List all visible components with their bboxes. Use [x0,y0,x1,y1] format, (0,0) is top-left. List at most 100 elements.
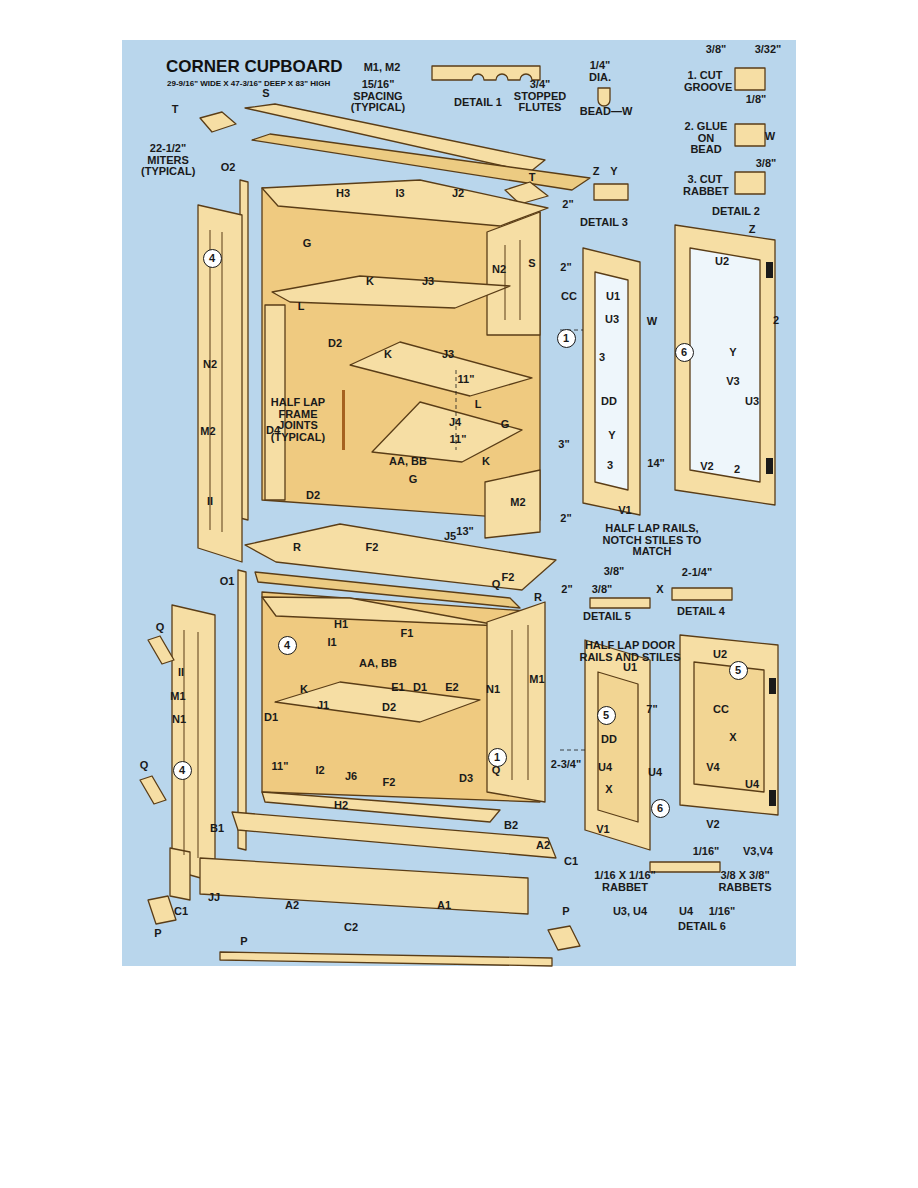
part-label: P [154,928,161,940]
part-label: S [528,258,535,270]
part-label: 2" [560,262,571,274]
part-label: II [178,667,184,679]
part-label: Z [593,166,600,178]
part-label: M1 [170,691,185,703]
part-label: D2 [328,338,342,350]
part-label: X [605,784,612,796]
door [680,635,778,815]
part-label: CC [561,291,577,303]
groove-sketch [735,68,765,90]
part-label: U1 [623,662,637,674]
part-label: E2 [445,682,458,694]
door [583,248,640,515]
part-label: 2-1/4" [682,567,712,579]
part-label: U2 [713,649,727,661]
board-seam [342,390,345,450]
flute [210,230,211,530]
part-label: F2 [502,572,515,584]
part-label: K [366,276,374,288]
part-label: A1 [437,900,451,912]
flute [505,245,506,320]
part-label: Q [492,579,501,591]
part-label: V1 [618,505,631,517]
side-panel [198,205,242,562]
part-label: P [240,936,247,948]
callout-number: 1 [557,329,576,348]
shelf [272,276,510,308]
callout-text: 4 [179,765,185,776]
flute [184,630,185,855]
block [148,636,174,664]
part-label: Y [729,347,736,359]
base-end [170,848,190,900]
part-label: U3 [745,396,759,408]
part-label: F1 [401,628,414,640]
glass [595,272,628,490]
part-label: J3 [422,276,434,288]
flute [520,240,521,320]
part-label: 3/8" [592,584,613,596]
part-label: 3/8 X 3/8" RABBETS [712,870,778,893]
side-panel [172,605,215,882]
part-label: C1 [174,906,188,918]
part-label: 14" [647,458,664,470]
part-label: A2 [285,900,299,912]
part-label: Y [610,166,617,178]
part-label: V3,V4 [743,846,773,858]
rabbet-sketch [735,172,765,194]
base-molding [548,926,580,950]
part-label: C2 [344,922,358,934]
part-label: DETAIL 4 [677,606,725,618]
callout-number: 4 [278,636,297,655]
part-label: L [475,399,482,411]
part-label: O1 [220,576,235,588]
part-label: K [384,349,392,361]
part-label: 2" [562,199,573,211]
hinge [769,790,776,806]
glass [690,248,760,482]
detail-sketch [650,862,720,872]
shelf [350,342,532,396]
title: CORNER CUPBOARD [166,57,343,77]
part-label: DD [601,734,617,746]
part-label: DETAIL 6 [678,921,726,933]
part-label: II [207,496,213,508]
parts [140,66,778,966]
part-label: Q [156,622,165,634]
part-label: 2" [561,584,572,596]
upper-case [262,188,540,520]
part-label: JJ [208,892,220,904]
part-label: V4 [706,762,719,774]
part-label: 11" [272,761,289,773]
part-label: I2 [315,765,324,777]
part-label: HALF LAP DOOR RAILS AND STILES [568,640,692,663]
hinge [766,262,773,278]
part-label: I3 [395,188,404,200]
caption: 29-9/16" WIDE X 47-3/16" DEEP X 83" HIGH [167,79,330,88]
part-label: B1 [210,823,224,835]
part-label: AA, BB [389,456,427,468]
panel [694,662,764,792]
part-label: AA, BB [359,658,397,670]
part-label: P [562,906,569,918]
assembly-line [560,750,585,751]
base-molding [220,952,552,966]
part-label: Q [492,765,501,777]
part-label: 3/8" [706,44,727,56]
part-label: 1/16 X 1/16" RABBET [589,870,661,893]
part-label: 22-1/2" MITERS (TYPICAL) [141,143,195,178]
part-label: M2 [510,497,525,509]
part-label: X [729,732,736,744]
part-label: T [529,172,536,184]
part-label: 2 [773,315,779,327]
part-label: U1 [606,291,620,303]
part-label: J4 [449,417,461,429]
top-panel [262,180,548,226]
part-label: M1 [529,674,544,686]
part-label: 15/16" SPACING (TYPICAL) [347,79,409,114]
part-label: A2 [536,840,550,852]
part-label: 2-3/4" [551,759,581,771]
part-label: R [293,542,301,554]
